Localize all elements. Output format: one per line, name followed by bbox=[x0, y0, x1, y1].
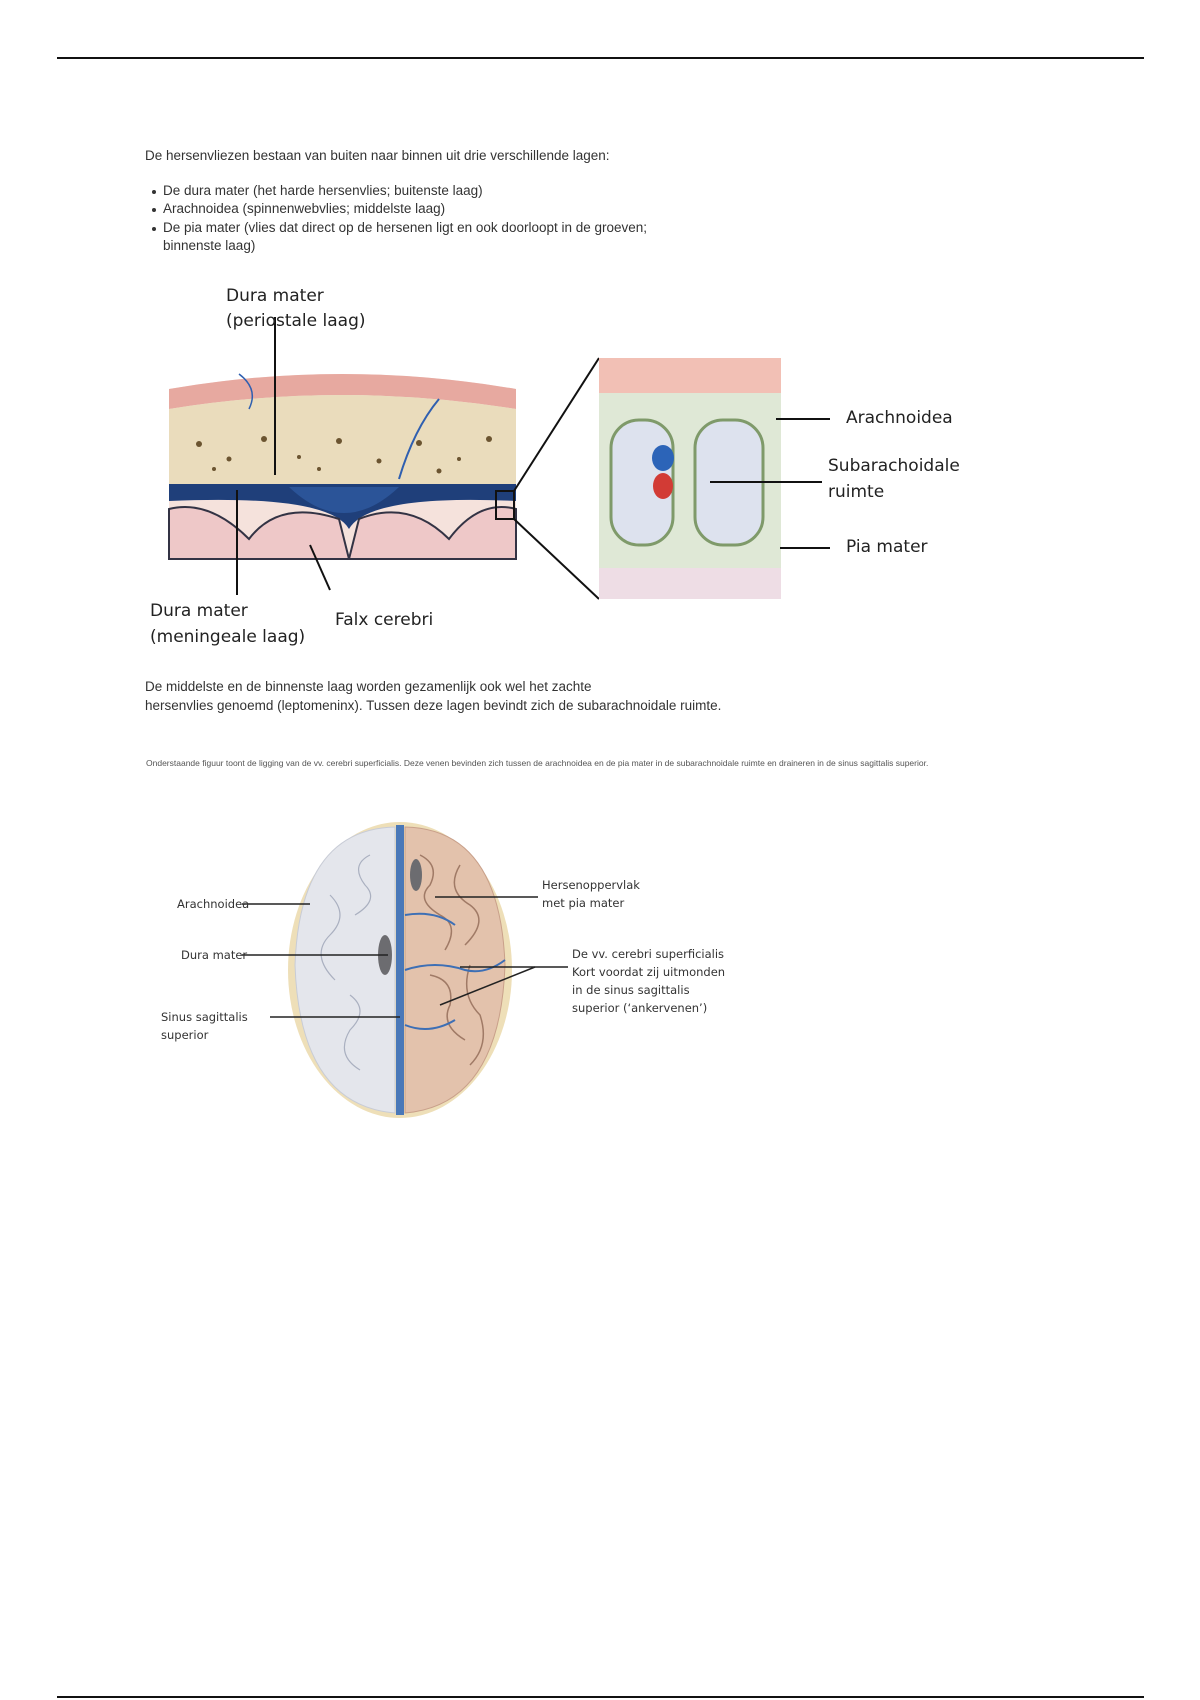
bullet-icon bbox=[152, 227, 156, 231]
label-hersenoppervlak-sub: met pia mater bbox=[542, 896, 625, 910]
label-hersenoppervlak: Hersenoppervlak bbox=[542, 878, 640, 892]
label-vv-cerebri-line: Kort voordat zij uitmonden bbox=[572, 965, 726, 979]
label-vv-cerebri-line: in de sinus sagittalis bbox=[572, 983, 690, 997]
label-arachnoidea: Arachnoidea bbox=[846, 408, 953, 428]
bullet-icon bbox=[152, 190, 156, 194]
label-pia-mater: Pia mater bbox=[846, 537, 928, 557]
label-vv-cerebri: De vv. cerebri superficialis bbox=[572, 947, 725, 961]
meninges-diagram bbox=[168, 317, 830, 600]
small-caption: Onderstaande figuur toont de ligging van… bbox=[146, 758, 929, 768]
label-sinus: Sinus sagittalis bbox=[161, 1010, 248, 1024]
paragraph-line: hersenvlies genoemd (leptomeninx). Tusse… bbox=[145, 698, 722, 713]
label-dura-meningeale-sub: (meningeale laag) bbox=[150, 627, 306, 647]
label-subarachnoidale: Subarachoidale bbox=[828, 456, 960, 476]
bullet-item: De pia mater (vlies dat direct op de her… bbox=[163, 220, 648, 235]
label-sinus-sub: superior bbox=[161, 1028, 209, 1042]
bullet-item: De dura mater (het harde hersenvlies; bu… bbox=[163, 183, 483, 198]
label-dura-periostale-sub: (periostale laag) bbox=[226, 311, 366, 331]
intro-text: De hersenvliezen bestaan van buiten naar… bbox=[145, 148, 610, 163]
header-rule bbox=[57, 57, 1144, 59]
label-dura-mater-2: Dura mater bbox=[181, 948, 248, 962]
brain-top-view-diagram bbox=[242, 822, 568, 1118]
footer-rule bbox=[57, 1696, 1144, 1698]
bullet-item-continued: binnenste laag) bbox=[163, 238, 256, 253]
label-falx-cerebri: Falx cerebri bbox=[335, 610, 434, 630]
paragraph-line: De middelste en de binnenste laag worden… bbox=[145, 679, 592, 694]
label-dura-periostale: Dura mater bbox=[226, 286, 324, 306]
label-dura-meningeale: Dura mater bbox=[150, 601, 248, 621]
label-vv-cerebri-line: superior (‘ankervenen’) bbox=[572, 1001, 708, 1015]
bullet-item: Arachnoidea (spinnenwebvlies; middelste … bbox=[163, 201, 446, 216]
bullet-icon bbox=[152, 208, 156, 212]
label-subarachnoidale-sub: ruimte bbox=[828, 482, 885, 502]
label-arachnoidea-2: Arachnoidea bbox=[177, 897, 250, 911]
